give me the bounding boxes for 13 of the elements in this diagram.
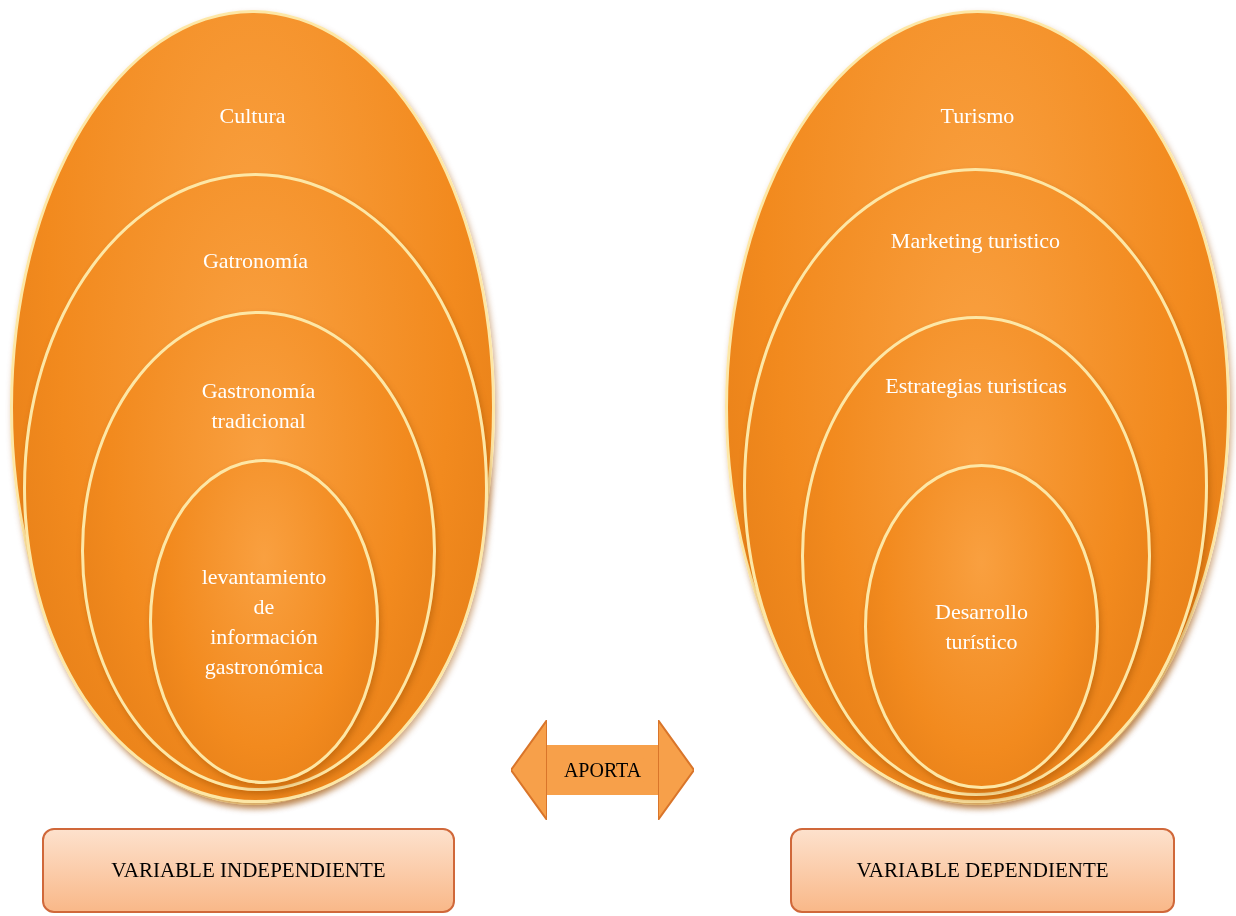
oval-label: Marketing turistico xyxy=(889,227,1062,255)
oval-label: Desarrollo turístico xyxy=(934,597,1029,656)
box-label: VARIABLE INDEPENDIENTE xyxy=(111,858,386,883)
oval-label: levantamiento de información gastronómica xyxy=(201,562,327,681)
variable-box xyxy=(42,828,455,913)
double-arrow xyxy=(510,719,695,821)
variable-box xyxy=(790,828,1175,913)
oval-label: Gatronomía xyxy=(201,247,310,275)
oval-label: Gastronomía tradicional xyxy=(200,377,317,435)
oval-label: Cultura xyxy=(218,102,287,130)
box-label: VARIABLE DEPENDIENTE xyxy=(856,858,1109,883)
oval-label: Estrategias turisticas xyxy=(884,372,1068,400)
oval-label: Turismo xyxy=(939,102,1016,130)
